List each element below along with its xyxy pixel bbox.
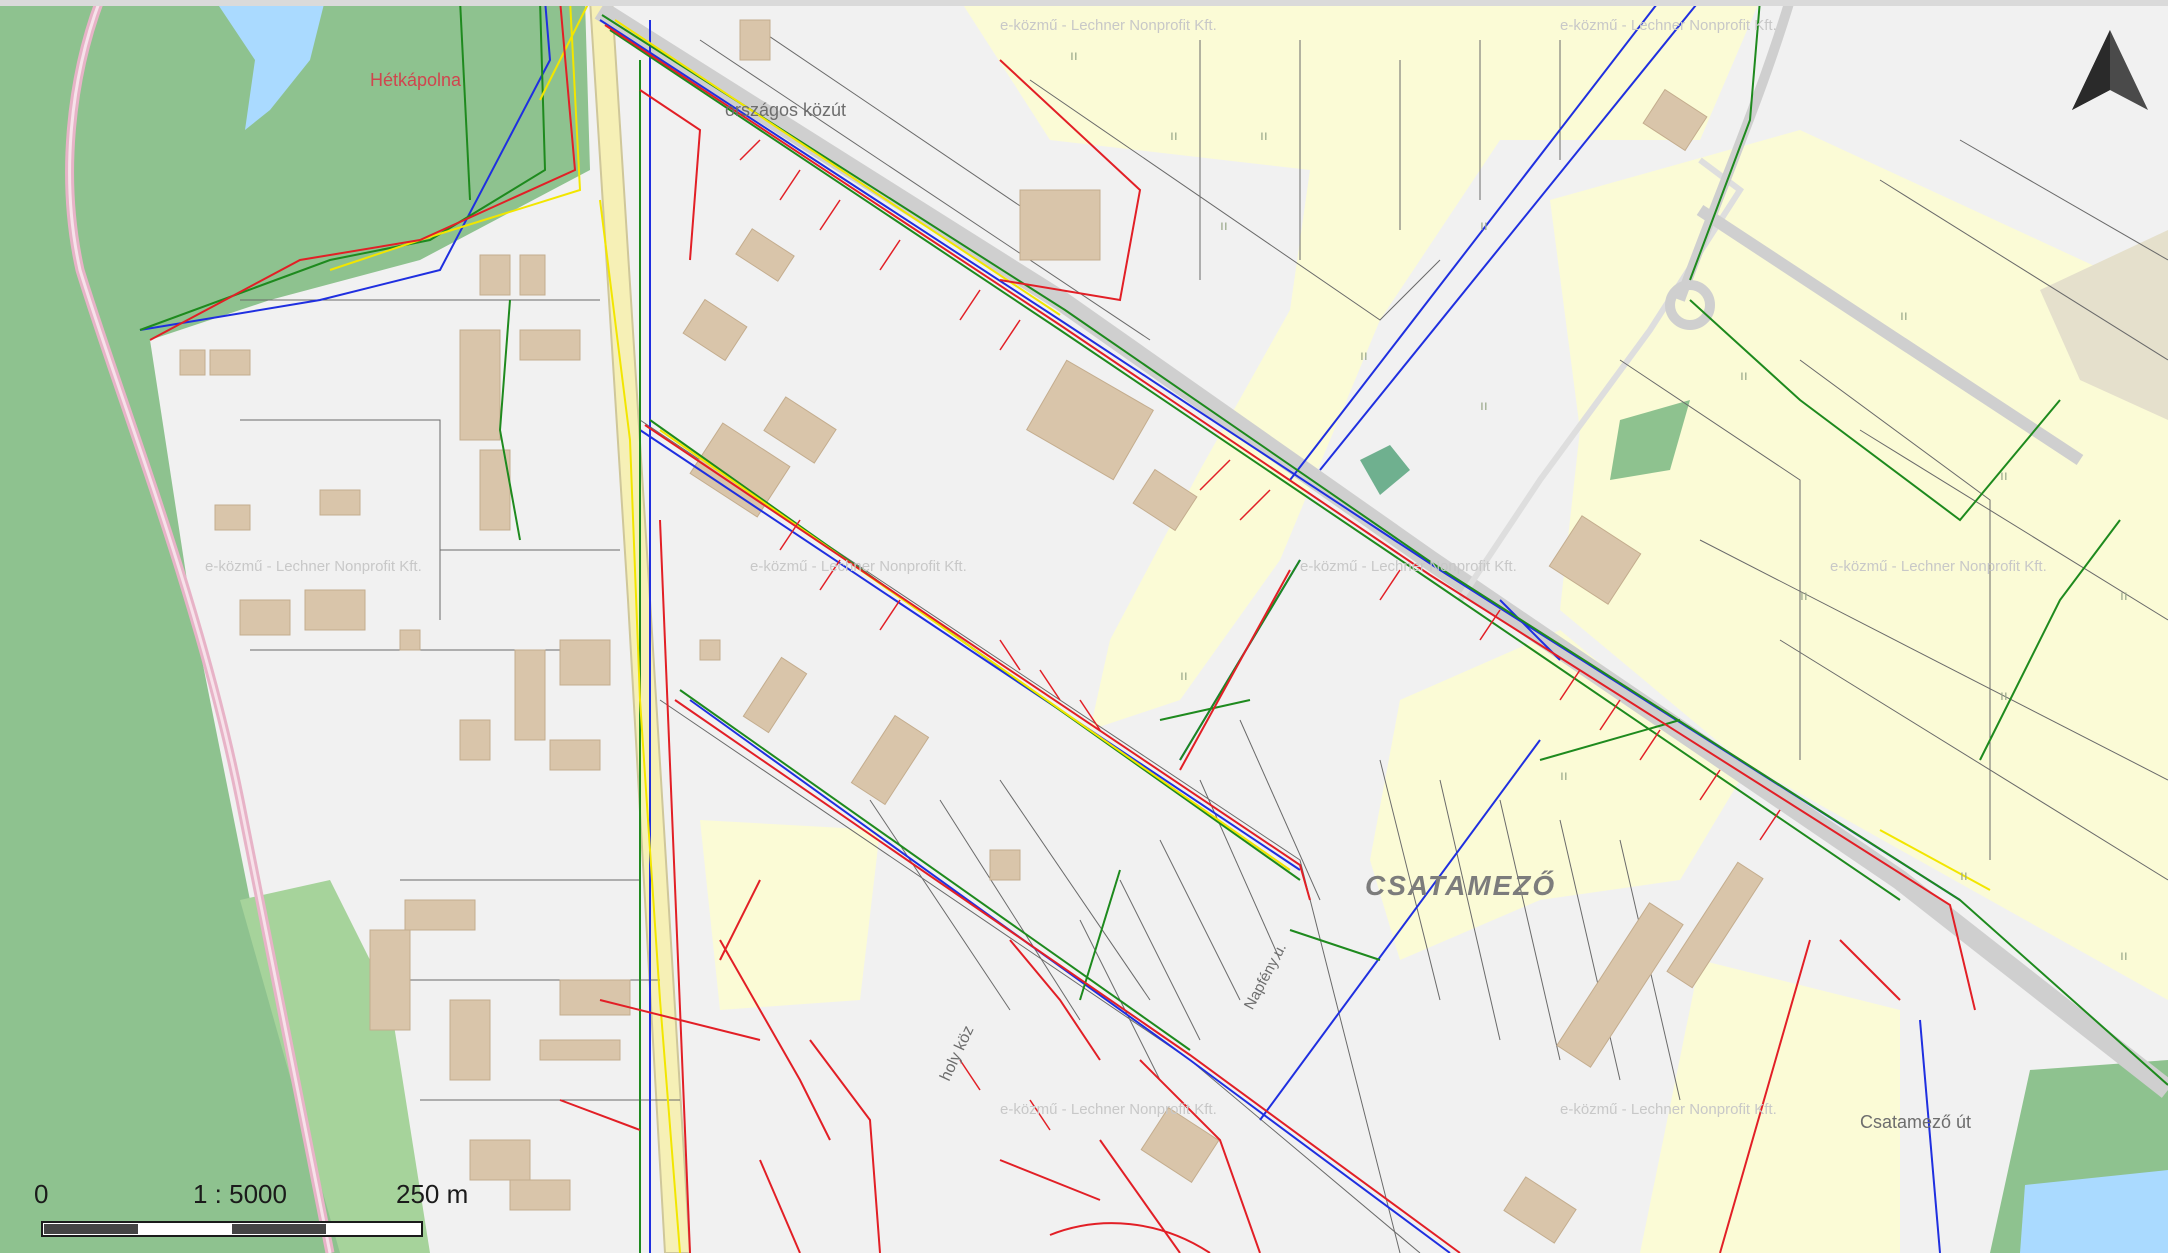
svg-text:ıı: ıı	[1260, 127, 1268, 143]
svg-text:ıı: ıı	[2120, 587, 2128, 603]
watermark: e-közmű - Lechner Nonprofit Kft.	[205, 558, 422, 575]
svg-text:ıı: ıı	[1900, 307, 1908, 323]
watermark: e-közmű - Lechner Nonprofit Kft.	[750, 558, 967, 575]
svg-text:ıı: ıı	[1800, 587, 1808, 603]
svg-text:ıı: ıı	[1070, 47, 1078, 63]
parcel-lines	[240, 29, 2168, 1253]
forest-light	[240, 880, 430, 1253]
scale-ratio-label: 1 : 5000	[193, 1179, 287, 1209]
meadow-patch	[1610, 400, 1690, 480]
watermark: e-közmű - Lechner Nonprofit Kft.	[1300, 558, 1517, 575]
pond	[215, 0, 325, 130]
watermark: e-közmű - Lechner Nonprofit Kft.	[1830, 558, 2047, 575]
scale-bar: 0 1 : 5000 250 m	[34, 1179, 468, 1237]
street-label-csatamezo: Csatamező út	[1860, 1112, 1971, 1132]
watermark: e-közmű - Lechner Nonprofit Kft.	[1000, 1101, 1217, 1118]
tree-patch	[1360, 445, 1410, 495]
utility-telecom-lines	[139, 0, 2168, 1253]
field-dark-patch	[2040, 230, 2168, 420]
secondary-road	[1696, 204, 2084, 466]
map-top-border	[0, 0, 2168, 6]
watermark: e-közmű - Lechner Nonprofit Kft.	[1560, 17, 1777, 34]
utility-gas-lines	[329, 0, 1991, 1253]
buildings	[179, 19, 1764, 1244]
svg-text:ıı: ıı	[1180, 667, 1188, 683]
svg-text:ıı: ıı	[1480, 217, 1488, 233]
road-label: országos közút	[725, 100, 846, 120]
svg-text:ıı: ıı	[1560, 767, 1568, 783]
main-road-diagonal	[594, 1, 2168, 1098]
district-label: CSATAMEZŐ	[1365, 870, 1556, 901]
field-marks: ıı ıı ıı ıı ıı ıı ıı ıı ıı ıı ıı ıı ıı ı…	[1070, 47, 2128, 963]
svg-text:ıı: ıı	[2120, 947, 2128, 963]
forest-area	[0, 0, 590, 1253]
svg-text:ıı: ıı	[1960, 867, 1968, 883]
service-connectors	[739, 139, 1781, 1131]
pond-right	[2020, 1170, 2168, 1253]
svg-text:ıı: ıı	[1740, 367, 1748, 383]
watermark: e-közmű - Lechner Nonprofit Kft.	[1000, 17, 1217, 34]
svg-text:ıı: ıı	[1480, 397, 1488, 413]
chapel-label: Hétkápolna	[370, 70, 462, 90]
svg-text:ıı: ıı	[1220, 217, 1228, 233]
watermark: e-közmű - Lechner Nonprofit Kft.	[1560, 1101, 1777, 1118]
utility-electric-lines	[149, 0, 1976, 1253]
svg-text:ıı: ıı	[1170, 127, 1178, 143]
north-arrow-icon	[2072, 30, 2148, 110]
svg-text:ıı: ıı	[2000, 687, 2008, 703]
scale-start-label: 0	[34, 1179, 48, 1209]
scale-end-label: 250 m	[396, 1179, 468, 1209]
roundabout	[1665, 280, 1715, 330]
svg-text:ıı: ıı	[1360, 347, 1368, 363]
svg-text:ıı: ıı	[2000, 467, 2008, 483]
